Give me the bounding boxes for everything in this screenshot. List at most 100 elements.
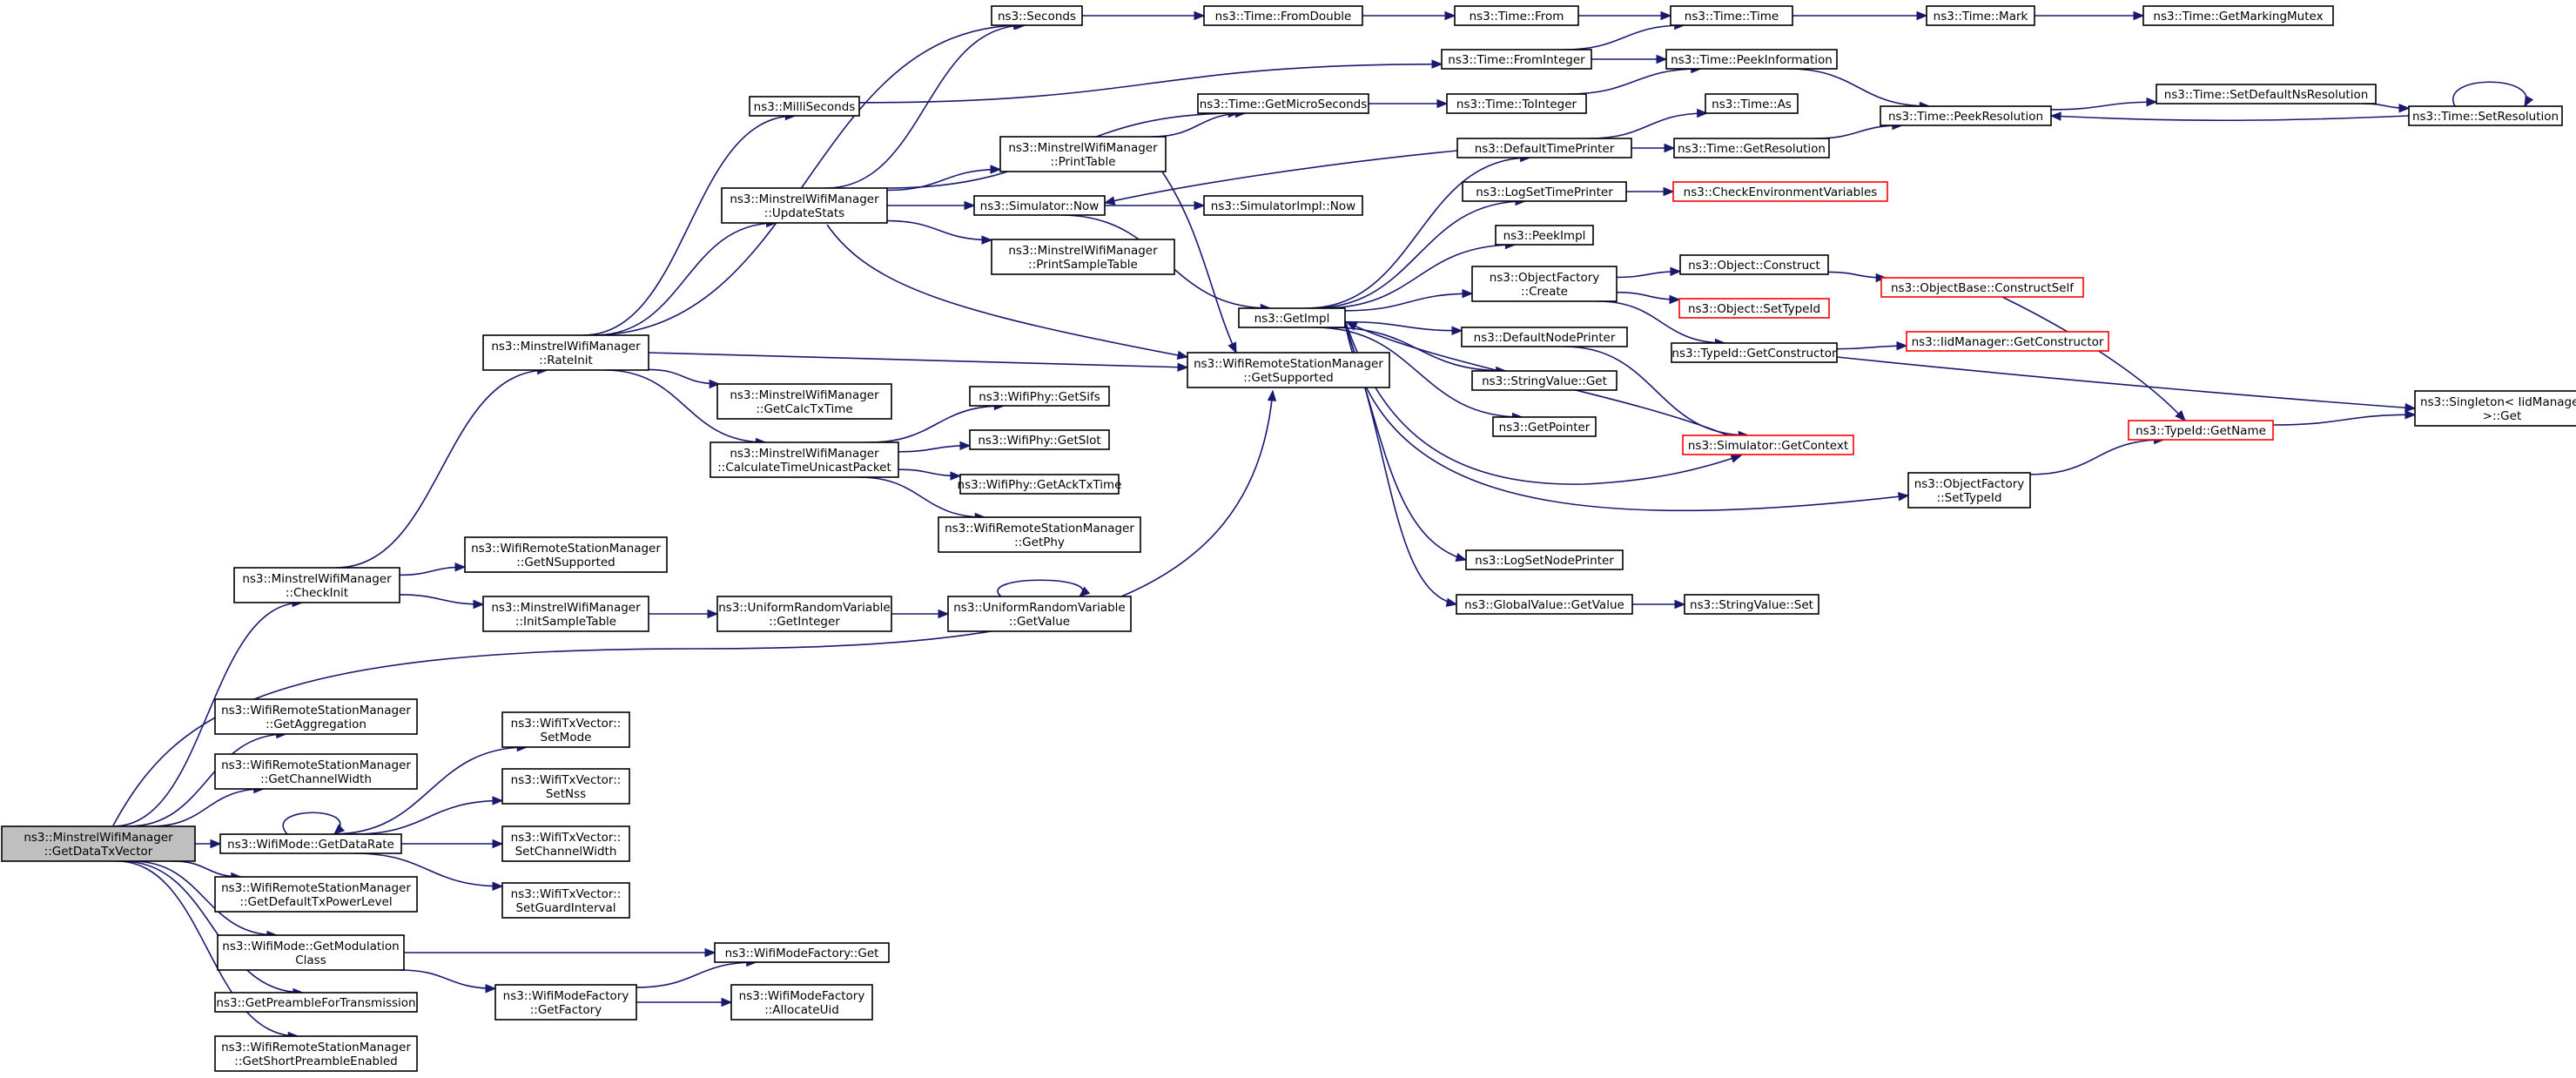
- node-peek-impl[interactable]: ns3::PeekImpl: [1495, 225, 1594, 246]
- node-from-double[interactable]: ns3::Time::FromDouble: [1203, 5, 1363, 26]
- node-time-from[interactable]: ns3::Time::From: [1454, 5, 1579, 26]
- node-get-phy[interactable]: ns3::WifiRemoteStationManager::GetPhy: [938, 516, 1141, 553]
- node-log-set-node-printer[interactable]: ns3::LogSetNodePrinter: [1465, 549, 1624, 570]
- node-check-env-vars[interactable]: ns3::CheckEnvironmentVariables: [1672, 181, 1888, 202]
- edge-checkInit-to-getNSupported: [399, 562, 467, 576]
- node-set-mode[interactable]: ns3::WifiTxVector::SetMode: [501, 711, 630, 748]
- node-get-preamble[interactable]: ns3::GetPreambleForTransmission: [214, 992, 418, 1013]
- edge-line: [151, 788, 264, 827]
- node-time-time[interactable]: ns3::Time::Time: [1670, 5, 1793, 26]
- node-default-time-printer[interactable]: ns3::DefaultTimePrinter: [1456, 138, 1632, 158]
- node-time-as[interactable]: ns3::Time::As: [1705, 93, 1799, 114]
- node-update-stats[interactable]: ns3::MinstrelWifiManager::UpdateStats: [721, 187, 888, 224]
- node-label-line: ns3::StringValue::Get: [1482, 374, 1607, 388]
- node-box: [1456, 594, 1633, 615]
- node-get-impl[interactable]: ns3::GetImpl: [1238, 307, 1346, 328]
- node-get-channel-width[interactable]: ns3::WifiRemoteStationManager::GetChanne…: [214, 753, 418, 790]
- node-rate-init[interactable]: ns3::MinstrelWifiManager::RateInit: [482, 334, 649, 371]
- node-time-mark[interactable]: ns3::Time::Mark: [1926, 5, 2035, 26]
- node-get-calc-tx-time[interactable]: ns3::MinstrelWifiManager::GetCalcTxTime: [716, 383, 892, 420]
- arrow-head-icon: [2398, 104, 2411, 113]
- arrow-head-icon: [210, 839, 222, 849]
- node-get-marking-mutex[interactable]: ns3::Time::GetMarkingMutex: [2142, 5, 2334, 26]
- node-root[interactable]: ns3::MinstrelWifiManager::GetDataTxVecto…: [1, 825, 196, 862]
- node-label-line: ns3::WifiTxVector::: [511, 773, 622, 787]
- node-label-line: ns3::ObjectFactory: [1490, 271, 1600, 285]
- node-seconds[interactable]: ns3::Seconds: [991, 5, 1083, 26]
- node-peek-information[interactable]: ns3::Time::PeekInformation: [1665, 49, 1838, 70]
- node-type-id-get-constructor[interactable]: ns3::TypeId::GetConstructor: [1671, 342, 1838, 363]
- node-get-integer[interactable]: ns3::UniformRandomVariable::GetInteger: [716, 596, 892, 632]
- node-object-construct[interactable]: ns3::Object::Construct: [1679, 254, 1829, 275]
- arrow-head-icon: [1674, 599, 1686, 610]
- node-get-factory[interactable]: ns3::WifiModeFactory::GetFactory: [494, 984, 637, 1021]
- node-label-line: ns3::WifiRemoteStationManager: [221, 704, 411, 718]
- node-iid-get-constructor[interactable]: ns3::IidManager::GetConstructor: [1906, 331, 2109, 352]
- node-get-pointer[interactable]: ns3::GetPointer: [1492, 416, 1597, 437]
- node-construct-self[interactable]: ns3::ObjectBase::ConstructSelf: [1880, 277, 2084, 298]
- node-singleton-get[interactable]: ns3::Singleton< IidManager >::Get: [2414, 390, 2576, 427]
- node-box: [482, 334, 649, 371]
- node-global-value-get-value[interactable]: ns3::GlobalValue::GetValue: [1456, 594, 1633, 615]
- node-simulator-get-context[interactable]: ns3::Simulator::GetContext: [1682, 435, 1854, 455]
- arrow-head-icon: [1660, 10, 1672, 21]
- node-get-value-random[interactable]: ns3::UniformRandomVariable::GetValue: [947, 596, 1132, 632]
- node-get-sifs[interactable]: ns3::WifiPhy::GetSifs: [969, 386, 1110, 407]
- edge-line: [858, 63, 1443, 104]
- node-to-integer[interactable]: ns3::Time::ToInteger: [1446, 93, 1587, 114]
- node-get-short-preamble[interactable]: ns3::WifiRemoteStationManager::GetShortP…: [214, 1035, 418, 1072]
- arrow-head-icon: [473, 599, 485, 610]
- node-allocate-uid[interactable]: ns3::WifiModeFactory::AllocateUid: [730, 984, 873, 1021]
- node-milli-seconds[interactable]: ns3::MilliSeconds: [749, 96, 860, 117]
- node-set-guard-interval[interactable]: ns3::WifiTxVector::SetGuardInterval: [501, 882, 630, 919]
- node-calc-time-unicast[interactable]: ns3::MinstrelWifiManager::CalculateTimeU…: [710, 441, 899, 478]
- node-object-factory-create[interactable]: ns3::ObjectFactory::Create: [1471, 266, 1618, 302]
- node-get-default-tx-power-level[interactable]: ns3::WifiRemoteStationManager::GetDefaul…: [214, 876, 418, 913]
- node-label-line: ns3::ObjectFactory: [1914, 477, 2025, 491]
- node-simulator-now[interactable]: ns3::Simulator::Now: [973, 195, 1106, 216]
- edge-line: [1567, 68, 1701, 95]
- node-object-factory-set-type-id[interactable]: ns3::ObjectFactory::SetTypeId: [1907, 472, 2031, 509]
- node-box: [501, 768, 630, 805]
- node-check-init[interactable]: ns3::MinstrelWifiManager::CheckInit: [233, 567, 400, 603]
- arrow-head-icon: [1896, 340, 1908, 351]
- node-string-value-set[interactable]: ns3::StringValue::Set: [1684, 594, 1819, 615]
- node-default-node-printer[interactable]: ns3::DefaultNodePrinter: [1461, 327, 1628, 347]
- node-box: [1197, 93, 1369, 114]
- edge-getValueRandom-to-getValueRandom: [997, 579, 1091, 597]
- node-print-sample-table[interactable]: ns3::MinstrelWifiManager::PrintSampleTab…: [991, 239, 1175, 275]
- node-from-integer[interactable]: ns3::Time::FromInteger: [1441, 49, 1592, 70]
- node-type-id-get-name[interactable]: ns3::TypeId::GetName: [2128, 420, 2274, 441]
- node-init-sample-table[interactable]: ns3::MinstrelWifiManager::InitSampleTabl…: [482, 596, 649, 632]
- node-get-aggregation[interactable]: ns3::WifiRemoteStationManager::GetAggreg…: [214, 698, 418, 735]
- node-set-resolution[interactable]: ns3::Time::SetResolution: [2408, 105, 2563, 126]
- node-log-set-time-printer[interactable]: ns3::LogSetTimePrinter: [1462, 181, 1627, 202]
- arrow-head-icon: [704, 947, 716, 958]
- edge-line: [1152, 112, 1246, 138]
- node-print-table[interactable]: ns3::MinstrelWifiManager::PrintTable: [999, 136, 1167, 172]
- arrow-head-icon: [1670, 266, 1682, 277]
- edge-line: [604, 369, 766, 443]
- node-sim-impl-now[interactable]: ns3::SimulatorImpl::Now: [1203, 195, 1363, 216]
- node-label-line: ns3::Time::ToInteger: [1456, 98, 1577, 111]
- node-set-channel-width[interactable]: ns3::WifiTxVector::SetChannelWidth: [501, 825, 630, 862]
- node-label-line: ::UpdateStats: [764, 206, 844, 220]
- node-get-data-rate[interactable]: ns3::WifiMode::GetDataRate: [219, 833, 402, 854]
- node-get-micro-seconds[interactable]: ns3::Time::GetMicroSeconds: [1197, 93, 1369, 114]
- node-get-supported-main[interactable]: ns3::WifiRemoteStationManager::GetSuppor…: [1187, 352, 1390, 388]
- node-wifi-mode-factory-get[interactable]: ns3::WifiModeFactory::Get: [714, 942, 890, 963]
- node-set-default-ns-resolution[interactable]: ns3::Time::SetDefaultNsResolution: [2156, 84, 2377, 104]
- edge-setResolution-to-setResolution: [2452, 81, 2534, 108]
- node-string-value-get[interactable]: ns3::StringValue::Get: [1471, 370, 1618, 391]
- node-get-n-supported[interactable]: ns3::WifiRemoteStationManager::GetNSuppo…: [464, 536, 668, 573]
- node-get-slot[interactable]: ns3::WifiPhy::GetSlot: [969, 429, 1110, 450]
- node-peek-resolution[interactable]: ns3::Time::PeekResolution: [1880, 105, 2052, 126]
- edge-line: [112, 390, 1274, 826]
- node-object-set-type-id[interactable]: ns3::Object::SetTypeId: [1678, 298, 1830, 319]
- node-set-nss[interactable]: ns3::WifiTxVector::SetNss: [501, 768, 630, 805]
- arrow-head-icon: [1194, 10, 1206, 21]
- edge-getModulationClass-to-getFactory: [400, 969, 497, 994]
- node-get-resolution[interactable]: ns3::Time::GetResolution: [1673, 138, 1830, 158]
- node-get-ack-tx-time[interactable]: ns3::WifiPhy::GetAckTxTime: [958, 474, 1122, 495]
